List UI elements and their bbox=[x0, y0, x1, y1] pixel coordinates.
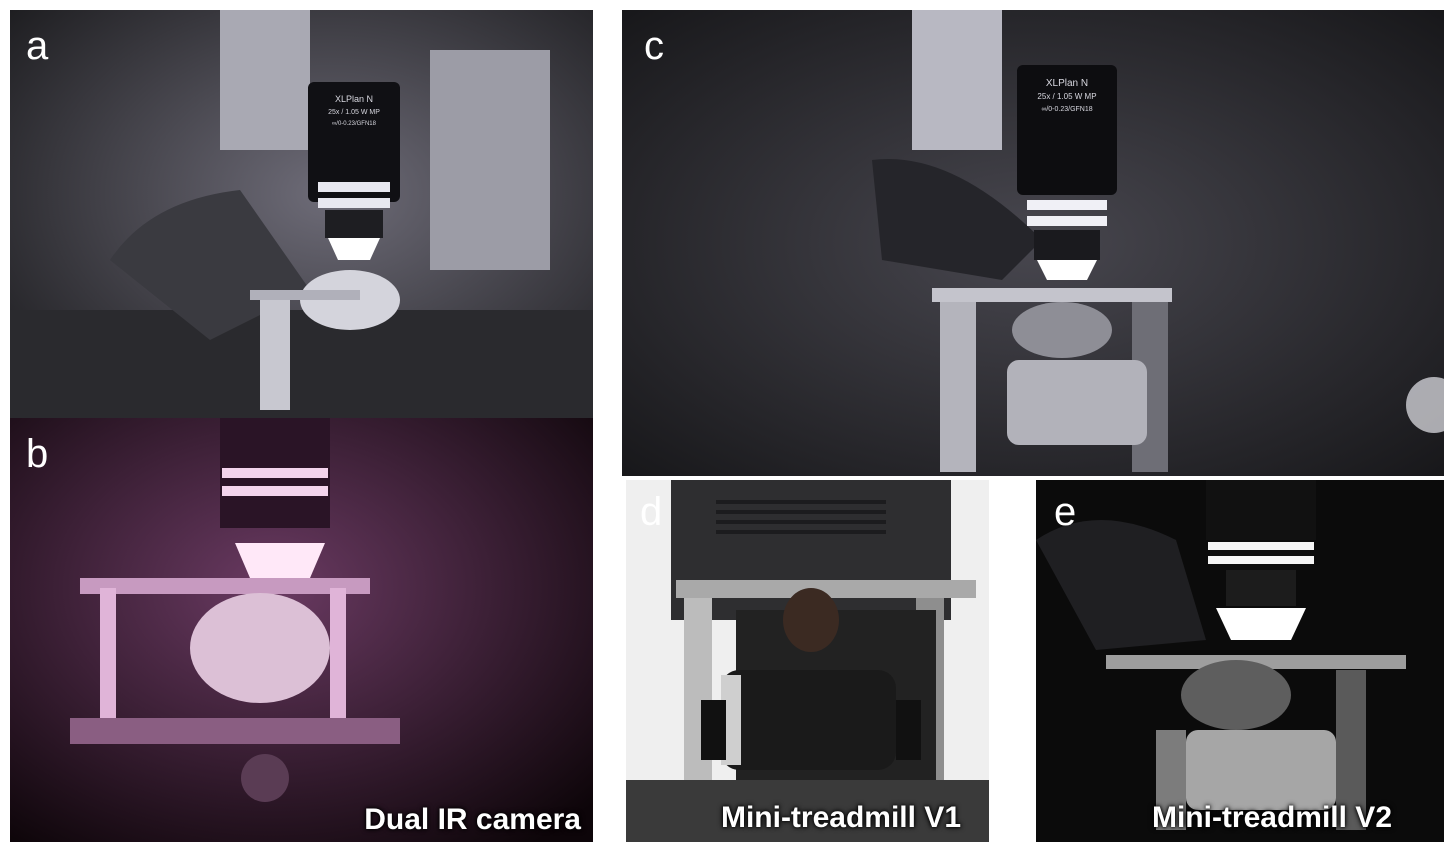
objective-label-line1: XLPlan N bbox=[335, 94, 373, 104]
objective-lens-ir bbox=[220, 418, 330, 578]
objective-label-line3: ∞/0-0.23/GFN18 bbox=[1041, 106, 1092, 113]
mouse bbox=[783, 588, 839, 652]
mouse bbox=[1012, 302, 1112, 358]
panel-d-label: d bbox=[640, 490, 663, 534]
panel-d: d Mini-treadmill V1 bbox=[626, 480, 989, 842]
panel-b-label: b bbox=[26, 432, 49, 476]
panel-c-label: c bbox=[644, 24, 664, 68]
objective-lens bbox=[1206, 480, 1316, 640]
objective-label-line1: XLPlan N bbox=[1046, 78, 1088, 89]
objective-label-line3: ∞/0-0.23/GFN18 bbox=[332, 121, 377, 127]
objective-label-line2: 25x / 1.05 W MP bbox=[328, 109, 380, 116]
panel-b-photo bbox=[10, 418, 593, 842]
panel-c-photo: XLPlan N 25x / 1.05 W MP ∞/0-0.23/GFN18 bbox=[622, 10, 1444, 476]
objective-lens: XLPlan N 25x / 1.05 W MP ∞/0-0.23/GFN18 bbox=[308, 82, 400, 260]
breadboard-table bbox=[10, 310, 593, 418]
panel-b: b Dual IR camera bbox=[10, 418, 593, 842]
panel-d-caption: Mini-treadmill V1 bbox=[720, 801, 961, 834]
mouse bbox=[1181, 660, 1291, 730]
panel-e-caption: Mini-treadmill V2 bbox=[1151, 801, 1392, 834]
panel-c: XLPlan N 25x / 1.05 W MP ∞/0-0.23/GFN18 … bbox=[622, 10, 1444, 476]
panel-a: XLPlan N 25x / 1.05 W MP ∞/0-0.23/GFN18 … bbox=[10, 10, 593, 418]
objective-label-line2: 25x / 1.05 W MP bbox=[1037, 92, 1096, 101]
panel-a-label: a bbox=[26, 24, 49, 68]
objective-lens: XLPlan N 25x / 1.05 W MP ∞/0-0.23/GFN18 bbox=[1017, 65, 1117, 280]
treadmill-roller bbox=[721, 670, 896, 770]
panel-d-photo bbox=[626, 480, 989, 842]
panel-e: e Mini-treadmill V2 bbox=[1036, 480, 1444, 842]
treadmill-roller bbox=[1186, 730, 1336, 810]
mouse-ir bbox=[190, 593, 330, 703]
panel-a-photo: XLPlan N 25x / 1.05 W MP ∞/0-0.23/GFN18 bbox=[10, 10, 593, 418]
panel-e-photo bbox=[1036, 480, 1444, 842]
panel-e-label: e bbox=[1054, 490, 1077, 534]
treadmill-roller bbox=[1007, 360, 1147, 445]
panel-b-caption: Dual IR camera bbox=[364, 803, 581, 836]
